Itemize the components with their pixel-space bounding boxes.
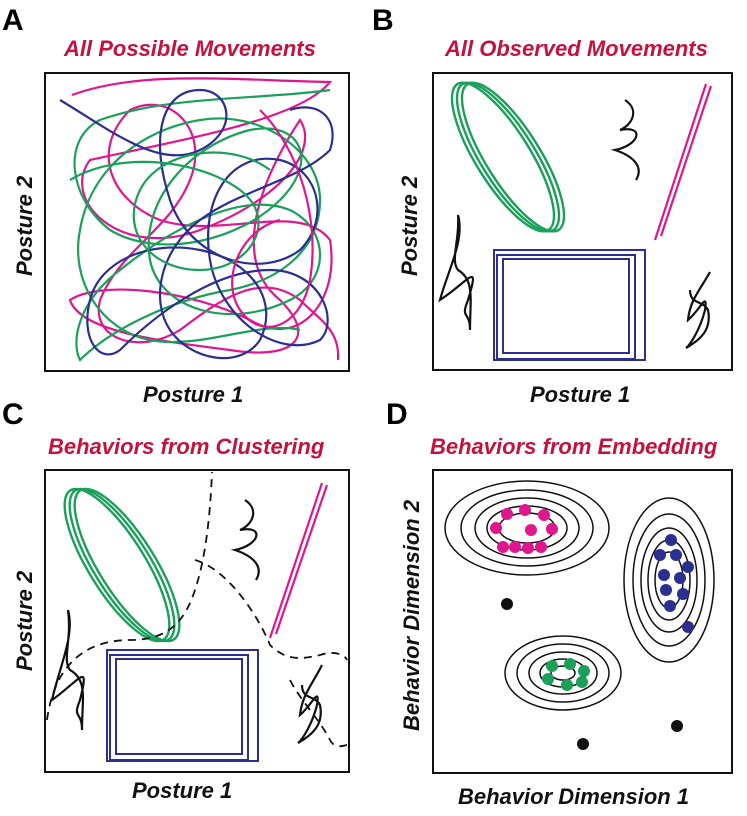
panel-b-black-squiggle-top bbox=[610, 99, 640, 181]
panel-b-title: All Observed Movements bbox=[445, 36, 708, 61]
panel-d-xlabel: Behavior Dimension 1 bbox=[458, 784, 690, 809]
panel-d-magenta-points bbox=[490, 504, 558, 554]
panel-a-navy-trajectory bbox=[59, 88, 334, 360]
panel-b-magenta-lines bbox=[653, 83, 713, 241]
panel-d-density-contours-bottom bbox=[504, 635, 622, 711]
panel-letter-d: D bbox=[386, 398, 408, 431]
panel-a-title: All Possible Movements bbox=[64, 36, 316, 61]
panel-d-ylabel: Behavior Dimension 2 bbox=[399, 499, 424, 731]
panel-a-magenta-trajectory bbox=[68, 77, 340, 361]
panel-c-ylabel: Posture 2 bbox=[12, 570, 37, 671]
panel-b-navy-rectangles bbox=[493, 249, 646, 361]
panel-b-xlabel: Posture 1 bbox=[530, 382, 631, 407]
panel-a-green-trajectory bbox=[73, 88, 331, 362]
panel-d-plot bbox=[432, 469, 733, 774]
panel-c-xlabel: Posture 1 bbox=[132, 778, 233, 803]
panel-a-frame bbox=[44, 72, 350, 372]
panel-c-frame bbox=[44, 469, 350, 773]
panel-b-black-squiggle-right bbox=[685, 271, 711, 349]
panel-c-navy-rectangles bbox=[106, 649, 259, 762]
panel-d-outlier-points bbox=[501, 598, 683, 750]
panel-a-xlabel: Posture 1 bbox=[143, 382, 244, 407]
panel-c-black-squiggle-right bbox=[297, 664, 323, 744]
panel-c-green-ellipses bbox=[63, 487, 181, 643]
panel-d-frame bbox=[432, 469, 733, 774]
panel-d-green-points bbox=[542, 658, 590, 691]
panel-b-black-squiggle-left bbox=[438, 214, 475, 331]
panel-a-magenta-loop-2 bbox=[231, 109, 314, 328]
panel-c-title: Behaviors from Clustering bbox=[48, 434, 325, 459]
panel-letter-c: C bbox=[2, 398, 24, 431]
panel-b-plot bbox=[432, 72, 733, 371]
panel-d-density-contours-right bbox=[623, 497, 715, 663]
panel-c-plot bbox=[44, 469, 350, 773]
panel-c-black-squiggle-left bbox=[50, 609, 85, 731]
panel-letter-a: A bbox=[2, 4, 24, 37]
panel-b-green-ellipses bbox=[450, 81, 566, 233]
panel-a-ylabel: Posture 2 bbox=[12, 175, 37, 276]
panel-a-green-loop-2 bbox=[69, 151, 271, 272]
panel-b-ylabel: Posture 2 bbox=[397, 175, 422, 276]
panel-d-title: Behaviors from Embedding bbox=[430, 434, 718, 459]
panel-b-frame bbox=[432, 72, 733, 371]
panel-c-black-squiggle-top bbox=[230, 499, 260, 581]
panel-letter-b: B bbox=[372, 4, 394, 37]
panel-a-plot bbox=[44, 72, 350, 372]
panel-c-magenta-lines bbox=[268, 482, 329, 639]
panel-c-cluster-boundaries bbox=[46, 471, 348, 748]
panel-d-navy-points bbox=[654, 534, 694, 633]
